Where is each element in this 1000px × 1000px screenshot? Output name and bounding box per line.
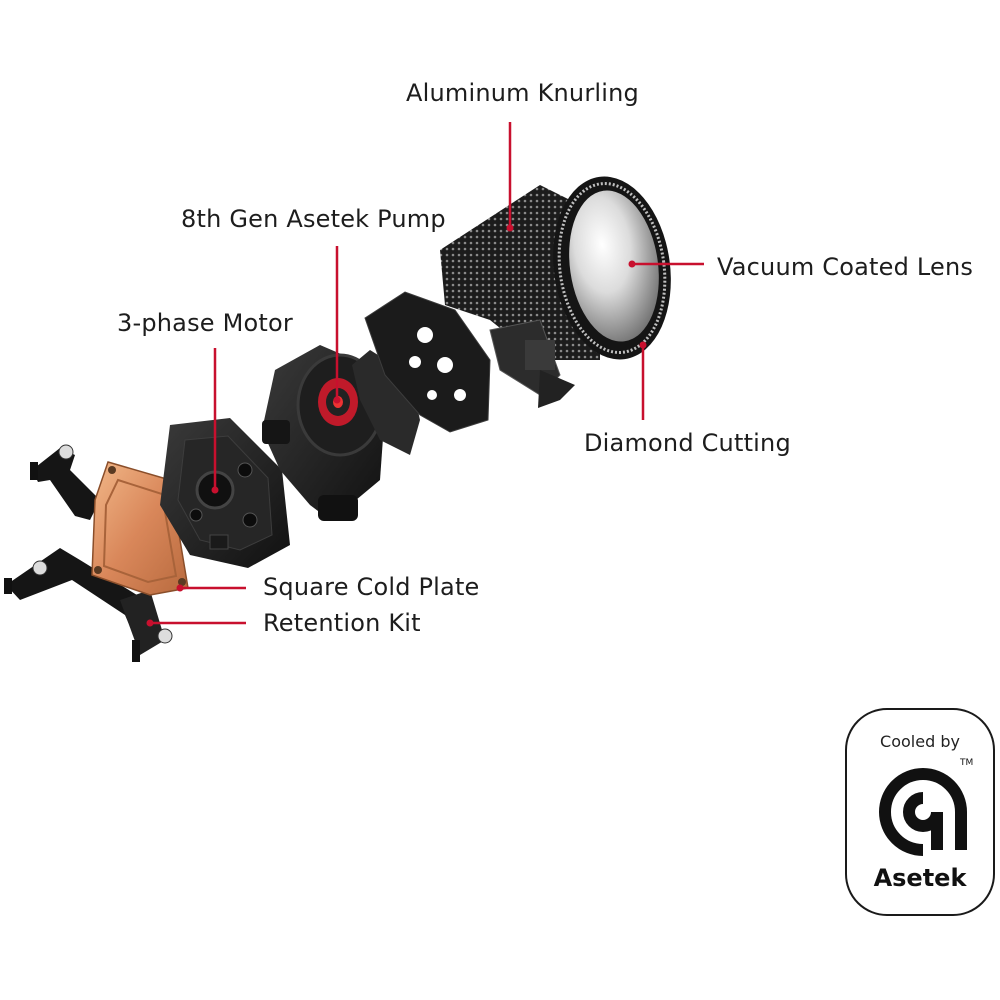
- retention-bracket-lower: [4, 548, 173, 662]
- cooled-by-badge: Cooled by TM Asetek: [845, 708, 995, 916]
- leader-dots: [146, 224, 647, 627]
- leader-lines: [150, 122, 704, 625]
- asetek-logo-icon: [879, 768, 967, 856]
- label-vacuum-coated-lens: Vacuum Coated Lens: [717, 253, 974, 281]
- badge-tagline: Cooled by: [880, 732, 960, 751]
- label-pump: 8th Gen Asetek Pump: [181, 205, 446, 233]
- mount-plate: [364, 291, 491, 433]
- label-retention-kit: Retention Kit: [263, 609, 421, 637]
- label-cold-plate: Square Cold Plate: [263, 573, 480, 601]
- label-aluminum-knurling: Aluminum Knurling: [406, 79, 639, 107]
- label-motor: 3-phase Motor: [117, 309, 293, 337]
- label-diamond-cutting: Diamond Cutting: [584, 429, 791, 457]
- trademark-mark: TM: [960, 758, 974, 768]
- pump-cap: [440, 176, 671, 408]
- retention-bracket-upper: [30, 444, 100, 520]
- motor-housing: [160, 418, 290, 568]
- badge-brand: Asetek: [873, 864, 967, 892]
